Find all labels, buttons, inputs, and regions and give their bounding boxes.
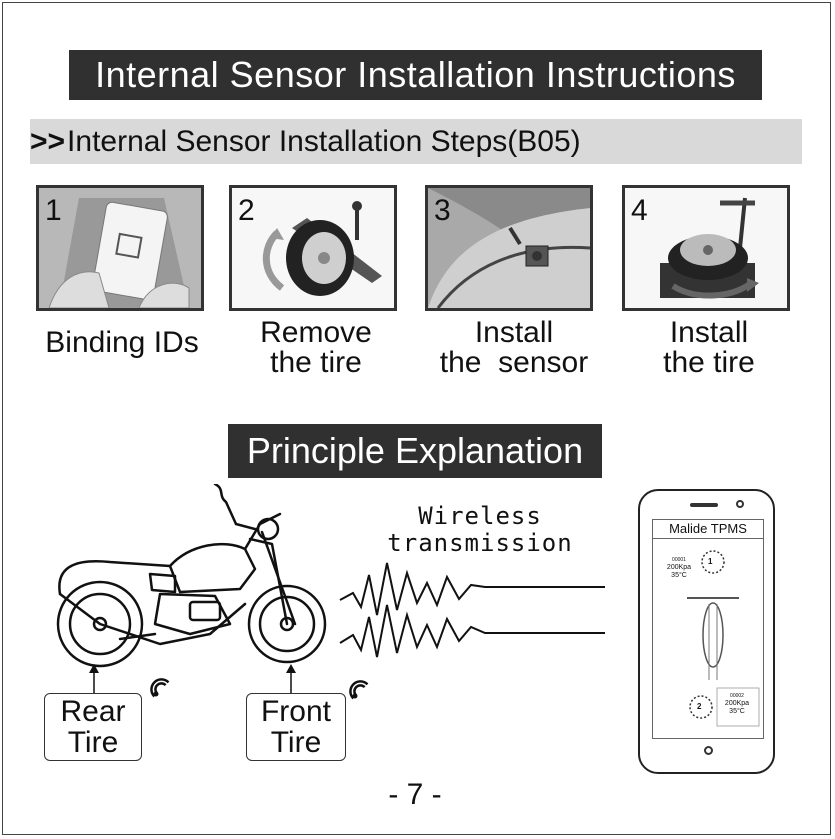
motorcycle-illustration [56,484,327,668]
step-2-image: 2 [229,185,397,311]
phone-screen: Malide TPMS 00001 200Kpa 35°C 1 2 00002 … [652,519,764,739]
step-1-number: 1 [45,194,62,227]
front-tire-line1: Front [260,695,332,728]
wireless-signal-waves [339,562,605,658]
step-1-image: 1 [36,185,204,311]
step-2-label: Remove the tire [216,318,416,378]
step-1-label: Binding IDs [22,328,222,358]
step-3-label: Install the sensor [414,318,614,378]
step-2-label-line2: the tire [270,346,362,379]
front-reading-temp: 35°C [671,572,687,579]
step-3-label-line1: Install [474,316,554,349]
rear-tire-label: Rear Tire [44,693,142,761]
front-reading-id: 00001 [672,557,686,563]
wireless-line1: Wireless [418,502,542,530]
phone-speaker [690,503,718,507]
step-4-number: 4 [631,194,648,227]
tire-pointer-arrows [89,664,296,693]
smartphone-illustration: Malide TPMS 00001 200Kpa 35°C 1 2 00002 … [638,489,775,774]
rear-reading-id: 00002 [730,693,744,699]
app-title: Malide TPMS [653,520,763,539]
front-wheel-number: 1 [708,557,713,566]
wifi-signal-icon [150,678,170,698]
step-3-number: 3 [434,194,451,227]
wireless-transmission-label: Wireless transmission [360,503,600,557]
install-sensor-illustration [428,188,590,308]
front-reading-pressure: 200Kpa [666,564,692,571]
front-tire-label: Front Tire [246,693,346,761]
principle-title: Principle Explanation [228,424,602,478]
phone-motorcycle-topview [687,550,760,727]
rear-tire-line1: Rear [60,695,126,728]
rear-wheel-number: 2 [697,702,702,711]
front-tire-line2: Tire [270,726,322,759]
step-2-number: 2 [238,194,255,227]
page-number: - 7 - [388,778,442,811]
binding-ids-illustration [39,188,201,308]
step-1-label-line1: Binding IDs [45,326,199,359]
step-3-label-line2: the sensor [439,346,589,379]
rear-reading-temp: 35°C [729,708,745,715]
rear-reading-pressure: 200Kpa [724,700,750,707]
step-4-image: 4 [622,185,790,311]
page-title: Internal Sensor Installation Instruction… [69,50,762,100]
step-4-label-line1: Install [669,316,749,349]
phone-camera [736,500,744,508]
step-3-image: 3 [425,185,593,311]
phone-home-button [704,746,713,755]
steps-heading: >> Internal Sensor Installation Steps(B0… [30,119,802,164]
remove-tire-illustration [232,188,394,308]
steps-heading-text: Internal Sensor Installation Steps(B05) [67,124,581,158]
rear-tire-line2: Tire [67,726,119,759]
step-4-label: Install the tire [609,318,809,378]
step-2-label-line1: Remove [260,316,372,349]
wireless-line2: transmission [387,529,573,557]
rear-tire-reading: 00002 200Kpa 35°C [715,692,759,716]
wifi-signal-icon [349,680,369,700]
step-4-label-line2: the tire [663,346,755,379]
steps-heading-arrows: >> [30,124,66,158]
install-tire-illustration [625,188,787,308]
front-tire-reading: 00001 200Kpa 35°C [657,556,701,580]
